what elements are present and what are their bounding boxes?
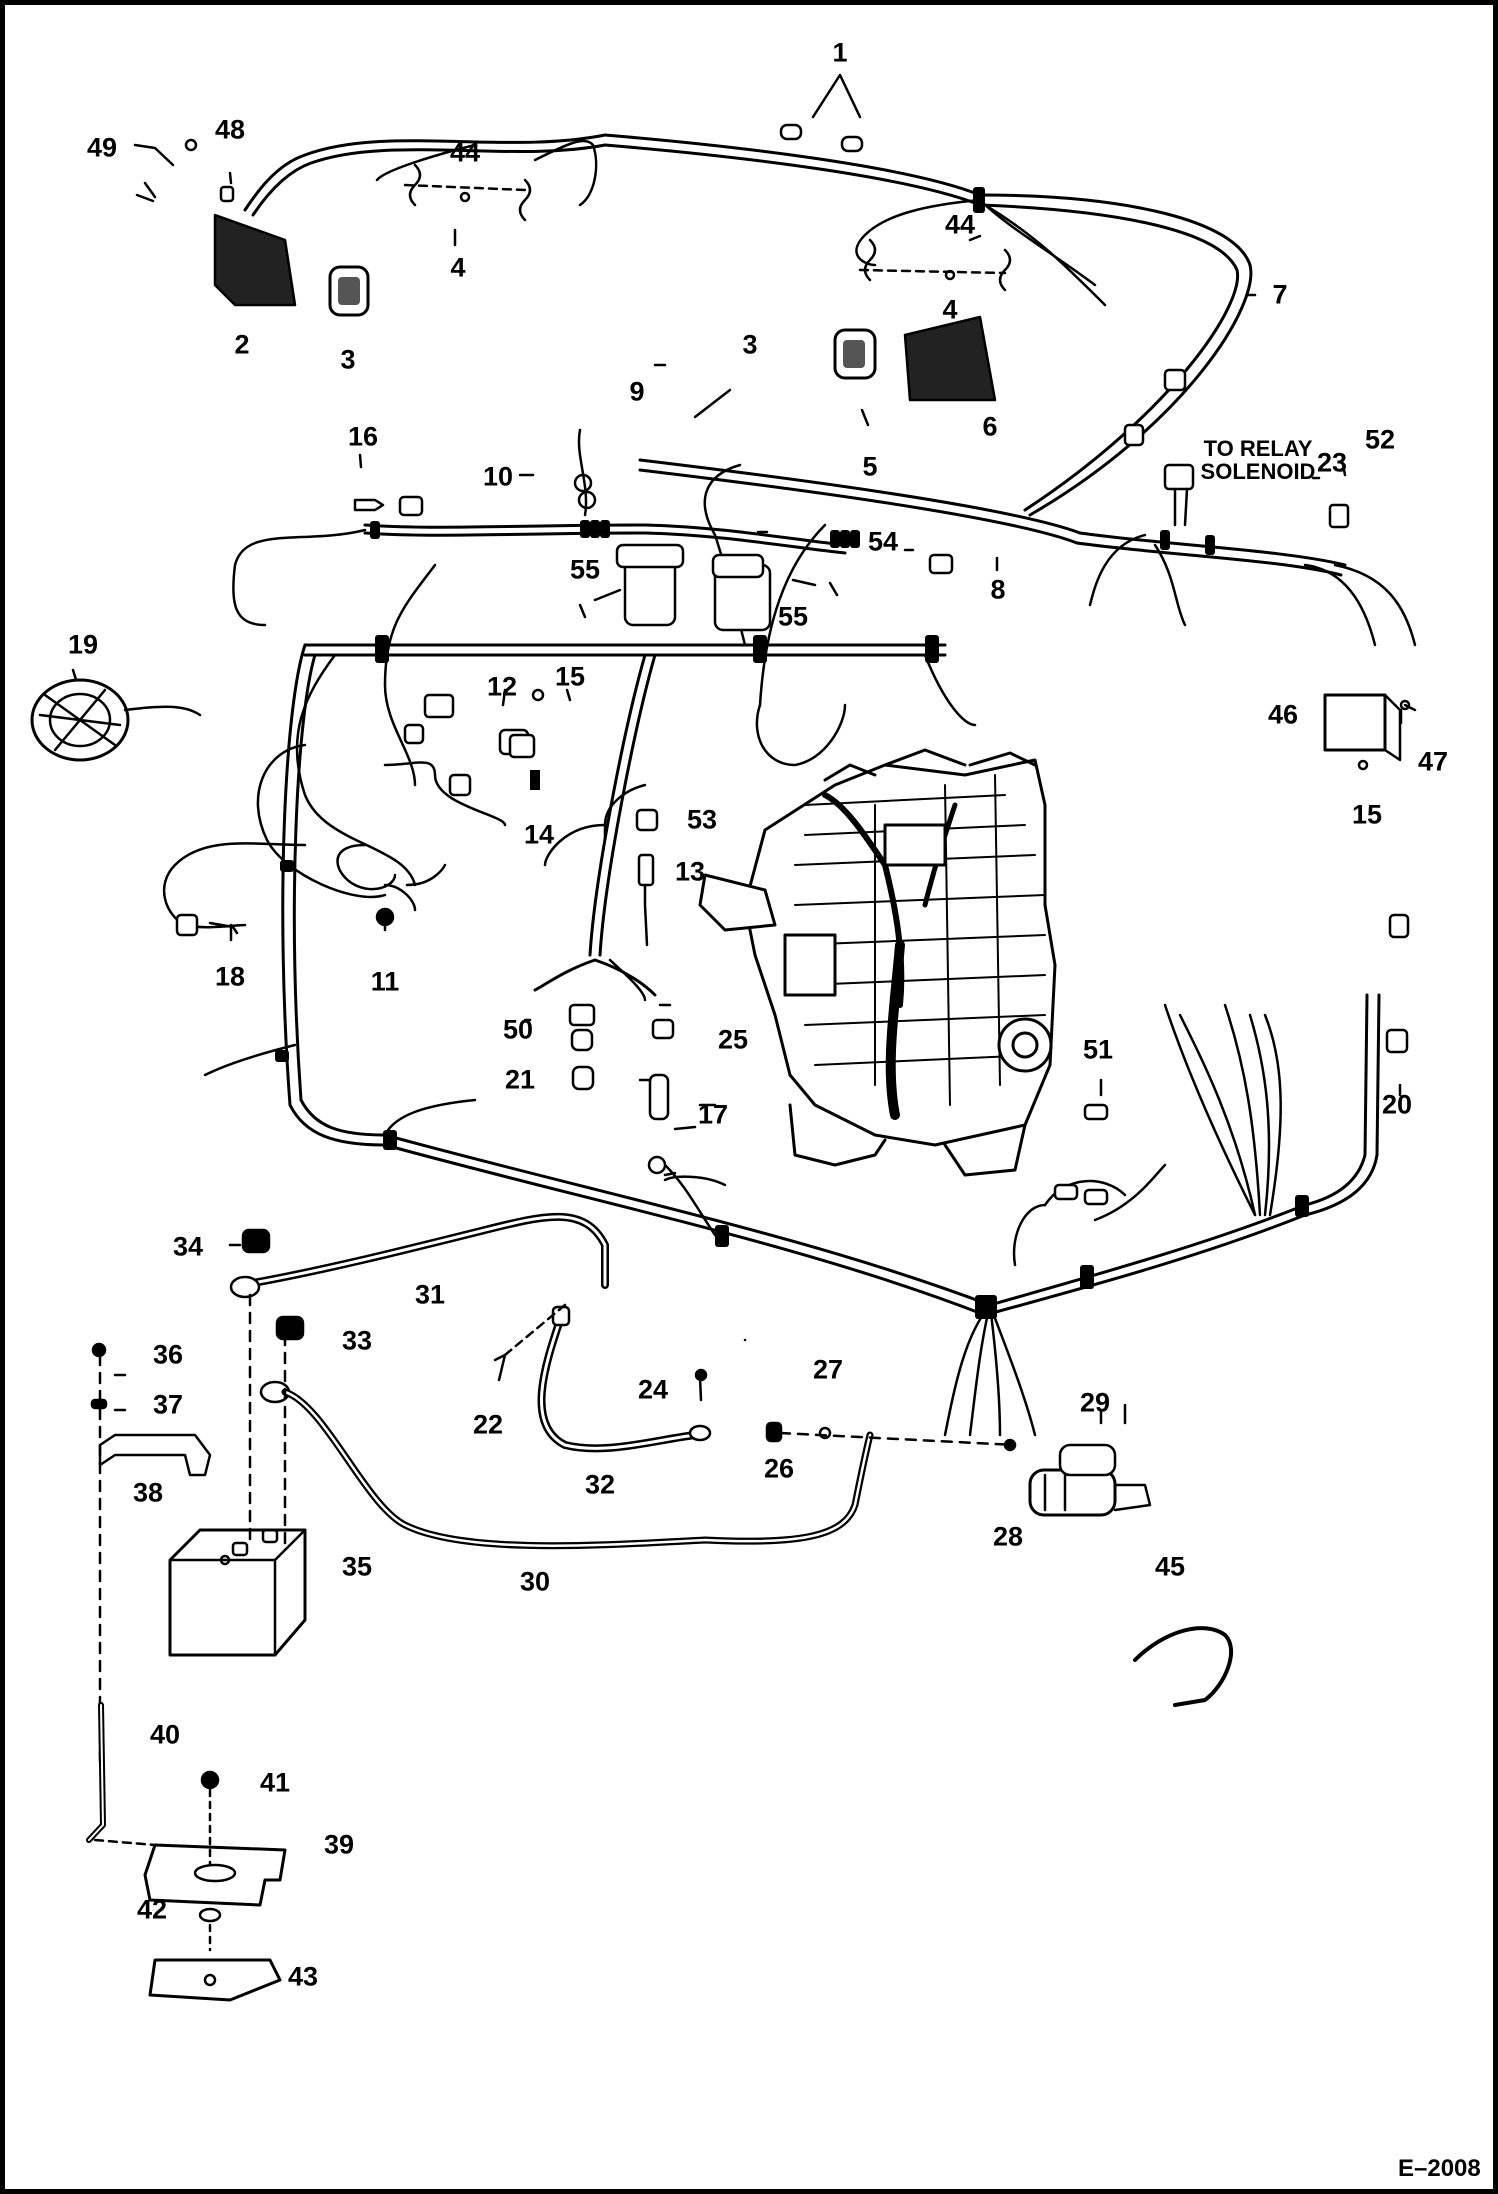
- callout-18: 18: [214, 961, 246, 992]
- callout-22: 22: [472, 1409, 504, 1440]
- relay-note-line-2: SOLENOID: [1200, 459, 1316, 484]
- callout-31: 31: [414, 1279, 446, 1310]
- callout-50: 50: [502, 1014, 534, 1045]
- callout-15-second: 15: [1351, 799, 1383, 830]
- relay-note-line-1: TO RELAY: [1203, 435, 1313, 461]
- callout-47: 47: [1417, 746, 1449, 777]
- callout-19: 19: [67, 629, 99, 660]
- callout-37: 37: [152, 1389, 184, 1420]
- callout-39: 39: [323, 1829, 355, 1860]
- callout-7: 7: [1272, 279, 1288, 310]
- callout-45: 45: [1154, 1551, 1186, 1582]
- callout-23: 23: [1316, 447, 1348, 478]
- callout-8: 8: [990, 574, 1006, 605]
- callout-36: 36: [152, 1339, 184, 1370]
- callout-11: 11: [370, 966, 400, 997]
- tape-bands: [275, 187, 1309, 1319]
- callout-33: 33: [341, 1325, 373, 1356]
- callout-35: 35: [341, 1551, 373, 1582]
- callout-46: 46: [1267, 699, 1299, 730]
- callout-30: 30: [519, 1566, 551, 1597]
- components: [30, 123, 1411, 2002]
- callout-4-second: 4: [942, 294, 958, 325]
- figure-code: E–2008: [1398, 2155, 1481, 2182]
- callout-12: 12: [486, 671, 518, 702]
- callout-9: 9: [629, 376, 645, 407]
- callout-41: 41: [259, 1767, 291, 1798]
- callout-43: 43: [287, 1961, 319, 1992]
- callout-34: 34: [172, 1231, 204, 1262]
- callout-51: 51: [1082, 1034, 1114, 1065]
- branch-wires: [162, 139, 1417, 1437]
- callout-42: 42: [136, 1894, 168, 1925]
- callout-5: 5: [862, 451, 878, 482]
- callout-13: 13: [674, 856, 706, 887]
- callout-38: 38: [132, 1477, 164, 1508]
- callout-4: 4: [450, 252, 466, 283]
- callout-40: 40: [149, 1719, 181, 1750]
- wiring-harness-drawing: [30, 73, 1417, 2002]
- callout-26: 26: [763, 1453, 795, 1484]
- callout-6: 6: [982, 411, 998, 442]
- callout-32: 32: [584, 1469, 616, 1500]
- callout-44-second: 44: [944, 209, 976, 240]
- callout-54: 54: [867, 526, 899, 557]
- callout-53: 53: [686, 804, 718, 835]
- callout-15: 15: [554, 661, 586, 692]
- engine-block: [698, 748, 1057, 1177]
- callout-25: 25: [717, 1024, 749, 1055]
- callout-17: 17: [697, 1099, 729, 1130]
- callout-24: 24: [637, 1374, 669, 1405]
- callout-21: 21: [504, 1064, 536, 1095]
- relay-solenoid-note: TO RELAY SOLENOID: [1201, 437, 1316, 483]
- callout-10: 10: [482, 461, 514, 492]
- callout-3-second: 3: [742, 329, 758, 360]
- callout-27: 27: [812, 1354, 844, 1385]
- callout-55-second: 55: [777, 601, 809, 632]
- callout-3: 3: [340, 344, 356, 375]
- callout-28: 28: [992, 1521, 1024, 1552]
- callout-48: 48: [214, 114, 246, 145]
- callout-52: 52: [1364, 424, 1396, 455]
- callout-29: 29: [1079, 1387, 1111, 1418]
- callout-16: 16: [347, 421, 379, 452]
- callout-20: 20: [1381, 1089, 1413, 1120]
- callout-2: 2: [234, 329, 250, 360]
- callout-55: 55: [569, 554, 601, 585]
- callout-1: 1: [832, 37, 848, 68]
- callout-14: 14: [523, 819, 555, 850]
- callout-49: 49: [86, 132, 118, 163]
- callout-44: 44: [449, 137, 481, 168]
